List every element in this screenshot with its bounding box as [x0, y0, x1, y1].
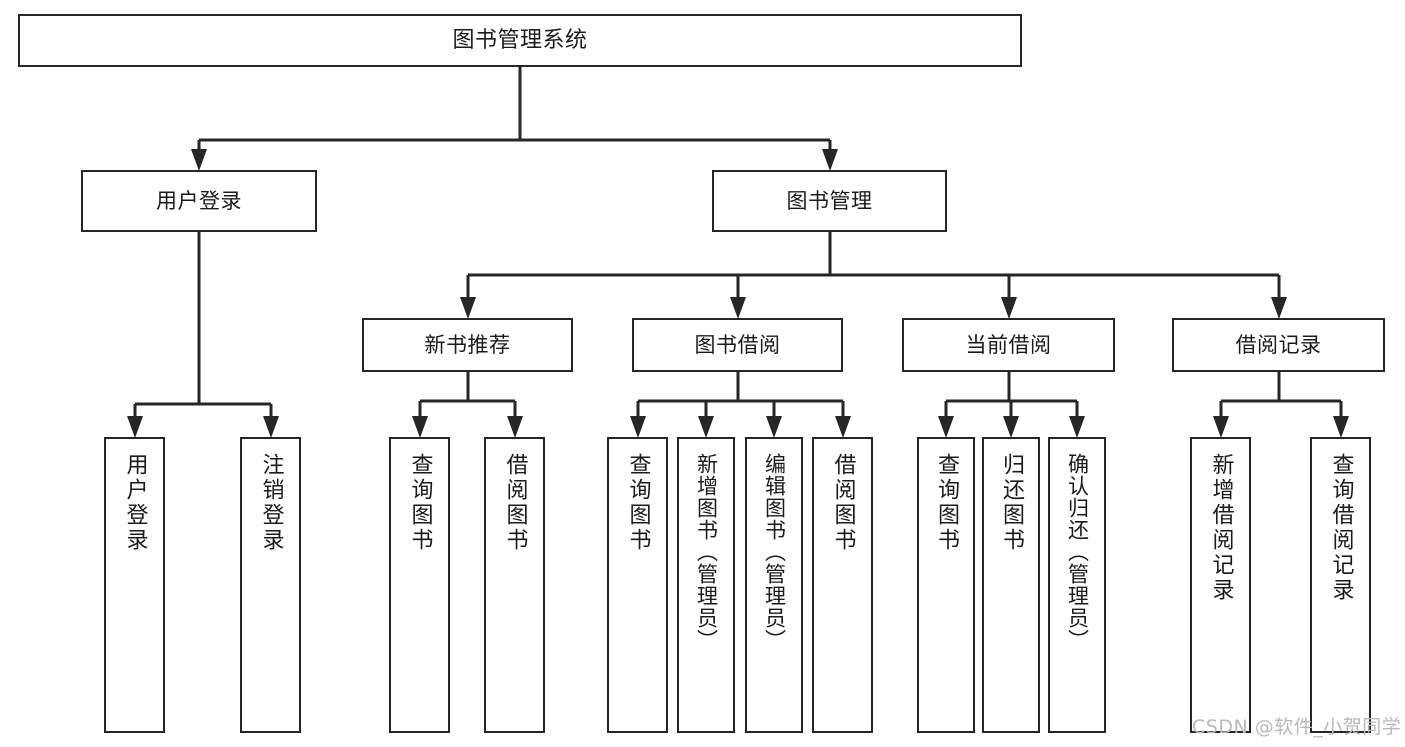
node-label-root: 图书管理系统	[452, 27, 588, 53]
node-label-leaf-user-login: 用户登录	[122, 453, 148, 553]
node-leaf-query-book-1[interactable]: 查询图书	[389, 437, 450, 733]
node-label-leaf-borrow-book-2: 借阅图书	[830, 453, 856, 553]
node-leaf-add-book[interactable]: 新增图书（管理员）	[677, 437, 735, 733]
node-leaf-return-book[interactable]: 归还图书	[982, 437, 1040, 733]
node-leaf-query-book-3[interactable]: 查询图书	[917, 437, 975, 733]
node-label-leaf-confirm-return: 确认归还（管理员）	[1065, 453, 1090, 651]
node-leaf-add-record[interactable]: 新增借阅记录	[1190, 437, 1251, 733]
node-leaf-borrow-book-2[interactable]: 借阅图书	[812, 437, 873, 733]
node-leaf-user-login[interactable]: 用户登录	[104, 437, 165, 733]
node-label-leaf-borrow-book-1: 借阅图书	[502, 453, 528, 553]
node-label-leaf-user-logout: 注销登录	[258, 453, 284, 553]
node-label-leaf-return-book: 归还图书	[999, 453, 1024, 553]
node-label-leaf-query-record: 查询借阅记录	[1328, 453, 1354, 603]
node-label-leaf-edit-book: 编辑图书（管理员）	[762, 453, 787, 651]
node-label-borrow-record: 借阅记录	[1235, 332, 1322, 357]
node-label-user-login: 用户登录	[156, 188, 242, 213]
node-label-leaf-query-book-1: 查询图书	[407, 453, 433, 553]
node-label-leaf-add-record: 新增借阅记录	[1208, 453, 1234, 603]
node-leaf-query-book-2[interactable]: 查询图书	[607, 437, 668, 733]
node-leaf-confirm-return[interactable]: 确认归还（管理员）	[1048, 437, 1106, 733]
node-label-leaf-add-book: 新增图书（管理员）	[694, 453, 719, 651]
node-label-current-borrow: 当前借阅	[965, 332, 1052, 357]
node-new-book-rec[interactable]: 新书推荐	[362, 318, 573, 372]
node-label-new-book-rec: 新书推荐	[424, 332, 511, 357]
node-root[interactable]: 图书管理系统	[18, 14, 1022, 67]
node-borrow-record[interactable]: 借阅记录	[1172, 318, 1385, 372]
node-label-book-manage: 图书管理	[786, 188, 873, 213]
node-label-leaf-query-book-3: 查询图书	[934, 453, 959, 553]
node-book-borrow[interactable]: 图书借阅	[632, 318, 843, 372]
node-book-manage[interactable]: 图书管理	[712, 170, 947, 232]
node-user-login[interactable]: 用户登录	[81, 170, 317, 232]
node-leaf-borrow-book-1[interactable]: 借阅图书	[484, 437, 545, 733]
csdn-watermark: CSDN @软件_小贺同学	[1192, 716, 1402, 738]
node-leaf-edit-book[interactable]: 编辑图书（管理员）	[745, 437, 803, 733]
node-leaf-user-logout[interactable]: 注销登录	[240, 437, 301, 733]
node-label-leaf-query-book-2: 查询图书	[625, 453, 651, 553]
node-leaf-query-record[interactable]: 查询借阅记录	[1310, 437, 1371, 733]
node-current-borrow[interactable]: 当前借阅	[902, 318, 1115, 372]
node-label-book-borrow: 图书借阅	[694, 332, 781, 357]
